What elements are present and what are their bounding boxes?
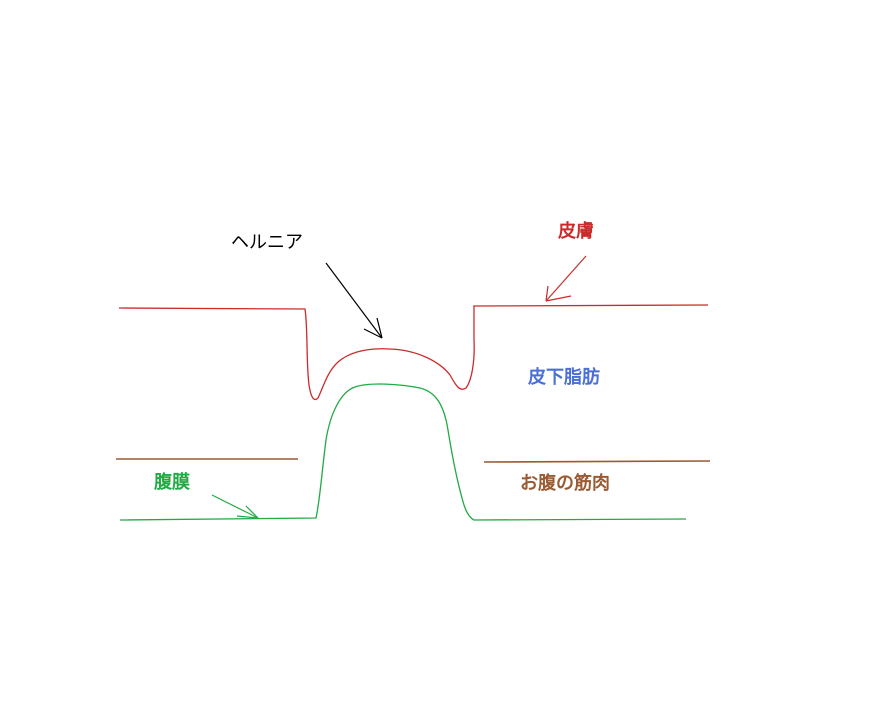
peritoneum-line — [119, 383, 687, 521]
skin-line — [118, 304, 709, 401]
hernia-label: ヘルニア — [231, 232, 303, 253]
abdominal-muscle-lines — [116, 458, 711, 463]
hernia-pointer-arrow — [325, 262, 383, 339]
peritoneum-pointer-arrow — [211, 494, 259, 519]
peritoneum-label: 腹膜 — [154, 472, 190, 493]
skin-label: 皮膚 — [558, 221, 594, 242]
subcutaneous-fat-label: 皮下脂肪 — [528, 367, 600, 388]
skin-pointer-arrow — [545, 255, 587, 302]
abdominal-muscle-label: お腹の筋肉 — [520, 473, 610, 494]
